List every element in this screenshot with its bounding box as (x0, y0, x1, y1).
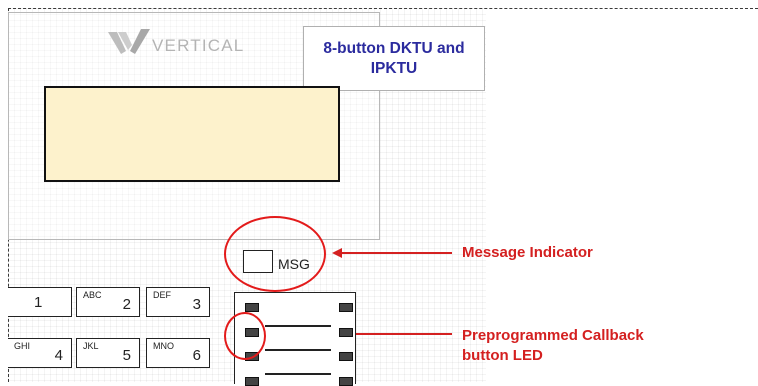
keypad-key-1[interactable]: 1 (8, 287, 72, 317)
callback-callout-line-1: Preprogrammed Callback (462, 327, 644, 344)
button-divider-2 (265, 349, 331, 351)
key-letters: DEF (153, 290, 171, 300)
button-led-right-3 (339, 352, 353, 361)
diagram-title: 8-button DKTU and IPKTU (319, 39, 469, 79)
dashed-border-top (8, 8, 758, 9)
button-divider-1 (265, 325, 331, 327)
button-divider-3 (265, 373, 331, 375)
key-digit: 1 (34, 294, 43, 311)
key-digit: 4 (54, 347, 63, 364)
key-digit: 2 (122, 296, 131, 313)
vertical-logo: VERTICAL (108, 28, 244, 56)
keypad-key-3[interactable]: DEF 3 (146, 287, 210, 317)
button-led-right-1 (339, 303, 353, 312)
message-indicator-callout: Message Indicator (462, 244, 593, 261)
callback-led-callout: Preprogrammed Callback button LED (462, 326, 644, 366)
callback-led-highlight-circle (224, 312, 266, 360)
key-digit: 3 (192, 296, 201, 313)
key-letters: ABC (83, 290, 102, 300)
logo-text: VERTICAL (152, 36, 245, 55)
message-indicator-highlight-circle (224, 216, 326, 292)
vertical-logo-mark-icon (108, 29, 150, 54)
key-letters: GHI (14, 341, 31, 351)
key-digit: 6 (192, 347, 201, 364)
key-letters: JKL (83, 341, 99, 351)
title-line-2: IPKTU (370, 59, 418, 77)
keypad-key-5[interactable]: JKL 5 (76, 338, 140, 368)
button-led-right-2 (339, 328, 353, 337)
callback-callout-line-2: button LED (462, 347, 543, 364)
lcd-display (44, 86, 340, 182)
keypad-key-4[interactable]: GHI 4 (8, 338, 72, 368)
button-led-left-1 (245, 303, 259, 312)
title-line-1: 8-button DKTU and (323, 39, 465, 57)
keypad-key-6[interactable]: MNO 6 (146, 338, 210, 368)
key-digit: 5 (122, 347, 131, 364)
keypad-key-2[interactable]: ABC 2 (76, 287, 140, 317)
key-letters: MNO (153, 341, 174, 351)
title-box: 8-button DKTU and IPKTU (303, 26, 485, 91)
